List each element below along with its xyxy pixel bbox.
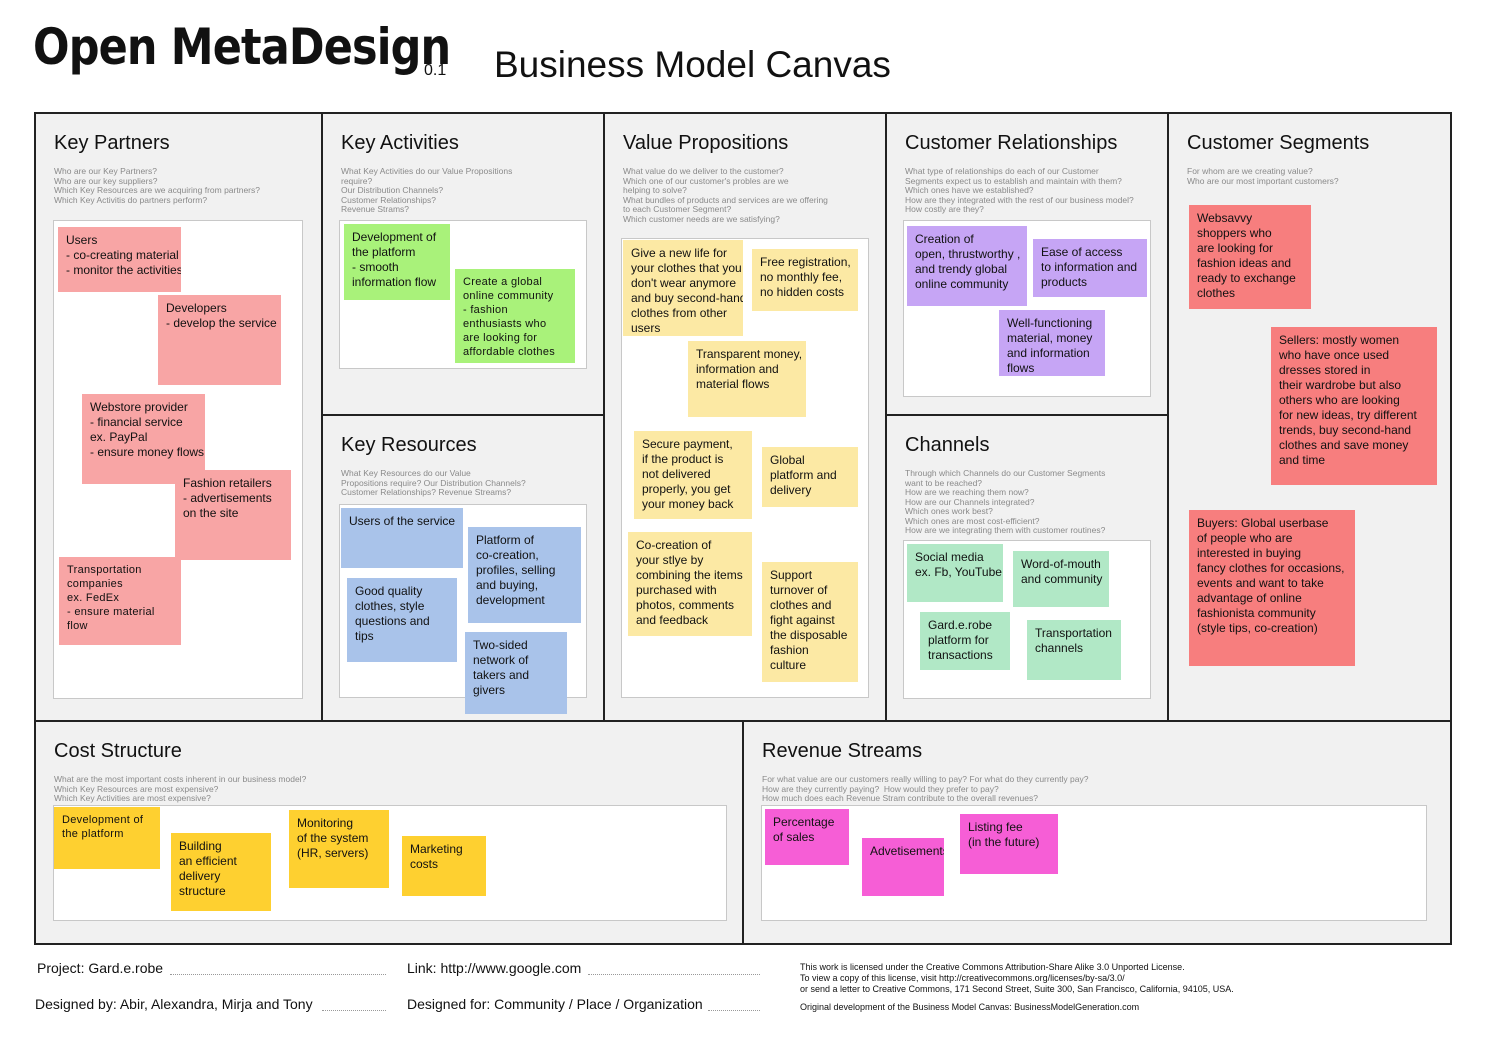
section-customer-relationships: Customer Relationships What type of rela…	[887, 114, 1167, 414]
sticky-note[interactable]: Monitoring of the system (HR, servers)	[289, 810, 389, 888]
sticky-note[interactable]: Global platform and delivery	[762, 447, 858, 507]
license-text: This work is licensed under the Creative…	[800, 962, 1185, 972]
grid-divider	[742, 720, 744, 943]
section-key-resources: Key Resources What Key Resources do our …	[323, 416, 603, 720]
footer-project: Project: Gard.e.robe	[37, 960, 164, 976]
section-customer-segments: Customer Segments For whom are we creati…	[1169, 114, 1450, 720]
sticky-note[interactable]: Word-of-mouth and community	[1013, 551, 1109, 607]
footer-designed-by: Designed by: Abir, Alexandra, Mirja and …	[35, 996, 313, 1012]
work-area	[761, 805, 1427, 921]
sticky-note[interactable]: Transportation companies ex. FedEx - ens…	[59, 557, 181, 645]
canvas-frame: Key Partners Who are our Key Partners? W…	[34, 112, 1452, 945]
section-questions: Through which Channels do our Customer S…	[905, 468, 1106, 535]
page-title: Business Model Canvas	[494, 44, 891, 85]
section-value-propositions: Value Propositions What value do we deli…	[605, 114, 885, 720]
section-questions: What type of relationships do each of ou…	[905, 166, 1134, 214]
sticky-note[interactable]: Well-functioning material, money and inf…	[999, 310, 1105, 376]
sticky-note[interactable]: Development of the platform - smooth inf…	[344, 224, 450, 300]
section-questions: Who are our Key Partners? Who are our ke…	[54, 166, 260, 205]
sticky-note[interactable]: Platform of co-creation, profiles, selli…	[468, 527, 581, 623]
footer-dotted-line	[708, 1010, 760, 1011]
grid-divider	[885, 414, 1169, 416]
grid-divider	[603, 114, 605, 720]
section-questions: For whom are we creating value? Who are …	[1187, 166, 1339, 186]
sticky-note[interactable]: Development of the platform	[54, 807, 160, 869]
section-title: Value Propositions	[623, 132, 789, 154]
section-title: Key Resources	[341, 434, 477, 456]
sticky-note[interactable]: Give a new life for your clothes that yo…	[623, 240, 743, 336]
license-text: To view a copy of this license, visit ht…	[800, 973, 1125, 983]
sticky-note[interactable]: Gard.e.robe platform for transactions	[920, 612, 1010, 670]
sticky-note[interactable]: Two-sided network of takers and givers	[465, 632, 567, 714]
brand-logo: Open MetaDesign	[33, 18, 451, 76]
sticky-note[interactable]: Transparent money, information and mater…	[688, 341, 806, 417]
section-title: Customer Segments	[1187, 132, 1370, 154]
sticky-note[interactable]: Buyers: Global userbase of people who ar…	[1189, 510, 1355, 666]
section-title: Customer Relationships	[905, 132, 1118, 154]
section-title: Cost Structure	[54, 740, 182, 762]
sticky-note[interactable]: Free registration, no monthly fee, no hi…	[752, 249, 858, 311]
sticky-note[interactable]: Creation of open, thrustworthy , and tre…	[907, 226, 1027, 306]
section-questions: For what value are our customers really …	[762, 774, 1089, 803]
section-questions: What Key Resources do our Value Proposit…	[341, 468, 526, 497]
sticky-note[interactable]: Fashion retailers - advertisements on th…	[175, 470, 291, 560]
sticky-note[interactable]: Marketing costs	[402, 836, 486, 896]
grid-divider	[321, 114, 323, 720]
sticky-note[interactable]: Building an efficient delivery structure	[171, 833, 271, 911]
sticky-note[interactable]: Transportation channels	[1027, 620, 1121, 680]
sticky-note[interactable]: Advetisements	[862, 838, 944, 896]
grid-divider	[1167, 114, 1169, 720]
section-key-activities: Key Activities What Key Activities do ou…	[323, 114, 603, 414]
section-title: Key Partners	[54, 132, 170, 154]
section-title: Key Activities	[341, 132, 459, 154]
sticky-note[interactable]: Ease of access to information and produc…	[1033, 239, 1147, 297]
version-label: 0.1	[424, 62, 447, 79]
section-revenue-streams: Revenue Streams For what value are our c…	[744, 722, 1450, 943]
footer-dotted-line	[170, 974, 386, 975]
footer-designed-for: Designed for: Community / Place / Organi…	[407, 996, 703, 1012]
sticky-note[interactable]: Support turnover of clothes and fight ag…	[762, 562, 858, 682]
footer-dotted-line	[322, 1010, 386, 1011]
sticky-note[interactable]: Co-creation of your stlye by combining t…	[628, 532, 752, 636]
section-title: Revenue Streams	[762, 740, 923, 762]
sticky-note[interactable]: Webstore provider - financial service ex…	[82, 394, 205, 484]
section-questions: What value do we deliver to the customer…	[623, 166, 828, 224]
work-area	[53, 805, 727, 921]
sticky-note[interactable]: Social media ex. Fb, YouTube	[907, 544, 1003, 602]
section-channels: Channels Through which Channels do our C…	[887, 416, 1167, 720]
sticky-note[interactable]: Secure payment, if the product is not de…	[634, 431, 752, 519]
original-credit: Original development of the Business Mod…	[800, 1002, 1140, 1012]
license-text: or send a letter to Creative Commons, 17…	[800, 984, 1234, 994]
sticky-note[interactable]: Developers - develop the service	[158, 295, 281, 385]
sticky-note[interactable]: Good quality clothes, style questions an…	[347, 578, 457, 662]
section-questions: What are the most important costs inhere…	[54, 774, 307, 803]
section-title: Channels	[905, 434, 990, 456]
section-questions: What Key Activities do our Value Proposi…	[341, 166, 513, 214]
sticky-note[interactable]: Listing fee (in the future)	[960, 814, 1058, 874]
section-key-partners: Key Partners Who are our Key Partners? W…	[36, 114, 321, 720]
sticky-note[interactable]: Users - co-creating material - monitor t…	[58, 227, 181, 292]
sticky-note[interactable]: Percentage of sales	[765, 809, 849, 865]
footer-link: Link: http://www.google.com	[407, 960, 582, 976]
sticky-note[interactable]: Websavvy shoppers who are looking for fa…	[1189, 205, 1311, 309]
grid-divider	[885, 114, 887, 720]
sticky-note[interactable]: Sellers: mostly women who have once used…	[1271, 327, 1437, 485]
footer-dotted-line	[588, 974, 760, 975]
section-cost-structure: Cost Structure What are the most importa…	[36, 722, 742, 943]
sticky-note[interactable]: Users of the service	[341, 508, 463, 568]
grid-divider	[321, 414, 605, 416]
sticky-note[interactable]: Create a global online community - fashi…	[455, 269, 575, 363]
